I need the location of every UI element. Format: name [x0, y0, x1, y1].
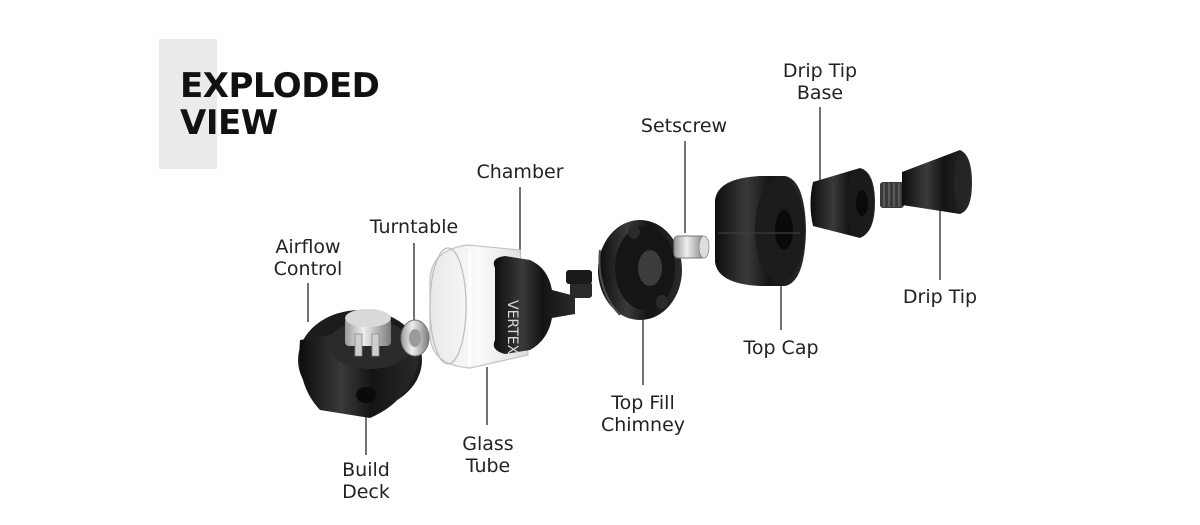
drip-tip-base-part: [810, 168, 875, 238]
title-accent-bar: [159, 39, 217, 169]
label-airflow-control: Airflow Control: [273, 236, 343, 280]
label-top-fill-chimney: Top Fill Chimney: [600, 392, 686, 436]
chamber-engraving: VERTEX: [504, 300, 520, 355]
label-chamber: Chamber: [476, 161, 564, 183]
top-fill-chimney-part: [598, 220, 682, 320]
drip-tip-part: [880, 150, 972, 214]
chamber-part: VERTEX: [493, 256, 592, 355]
top-cap-part: [715, 176, 806, 286]
title-line-2: VIEW: [180, 103, 278, 143]
label-drip-tip-base: Drip Tip Base: [782, 60, 858, 104]
label-build-deck: Build Deck: [342, 459, 390, 503]
turntable-part: [400, 319, 430, 357]
label-drip-tip: Drip Tip: [902, 286, 978, 308]
title-line-1: EXPLODED: [180, 66, 380, 106]
label-top-cap: Top Cap: [743, 337, 819, 359]
setscrew-part: [673, 235, 710, 259]
label-setscrew: Setscrew: [640, 115, 728, 137]
page-title: EXPLODED VIEW: [180, 66, 380, 143]
build-deck-part: [298, 309, 422, 418]
label-turntable: Turntable: [369, 216, 459, 238]
label-glass-tube: Glass Tube: [462, 433, 514, 477]
